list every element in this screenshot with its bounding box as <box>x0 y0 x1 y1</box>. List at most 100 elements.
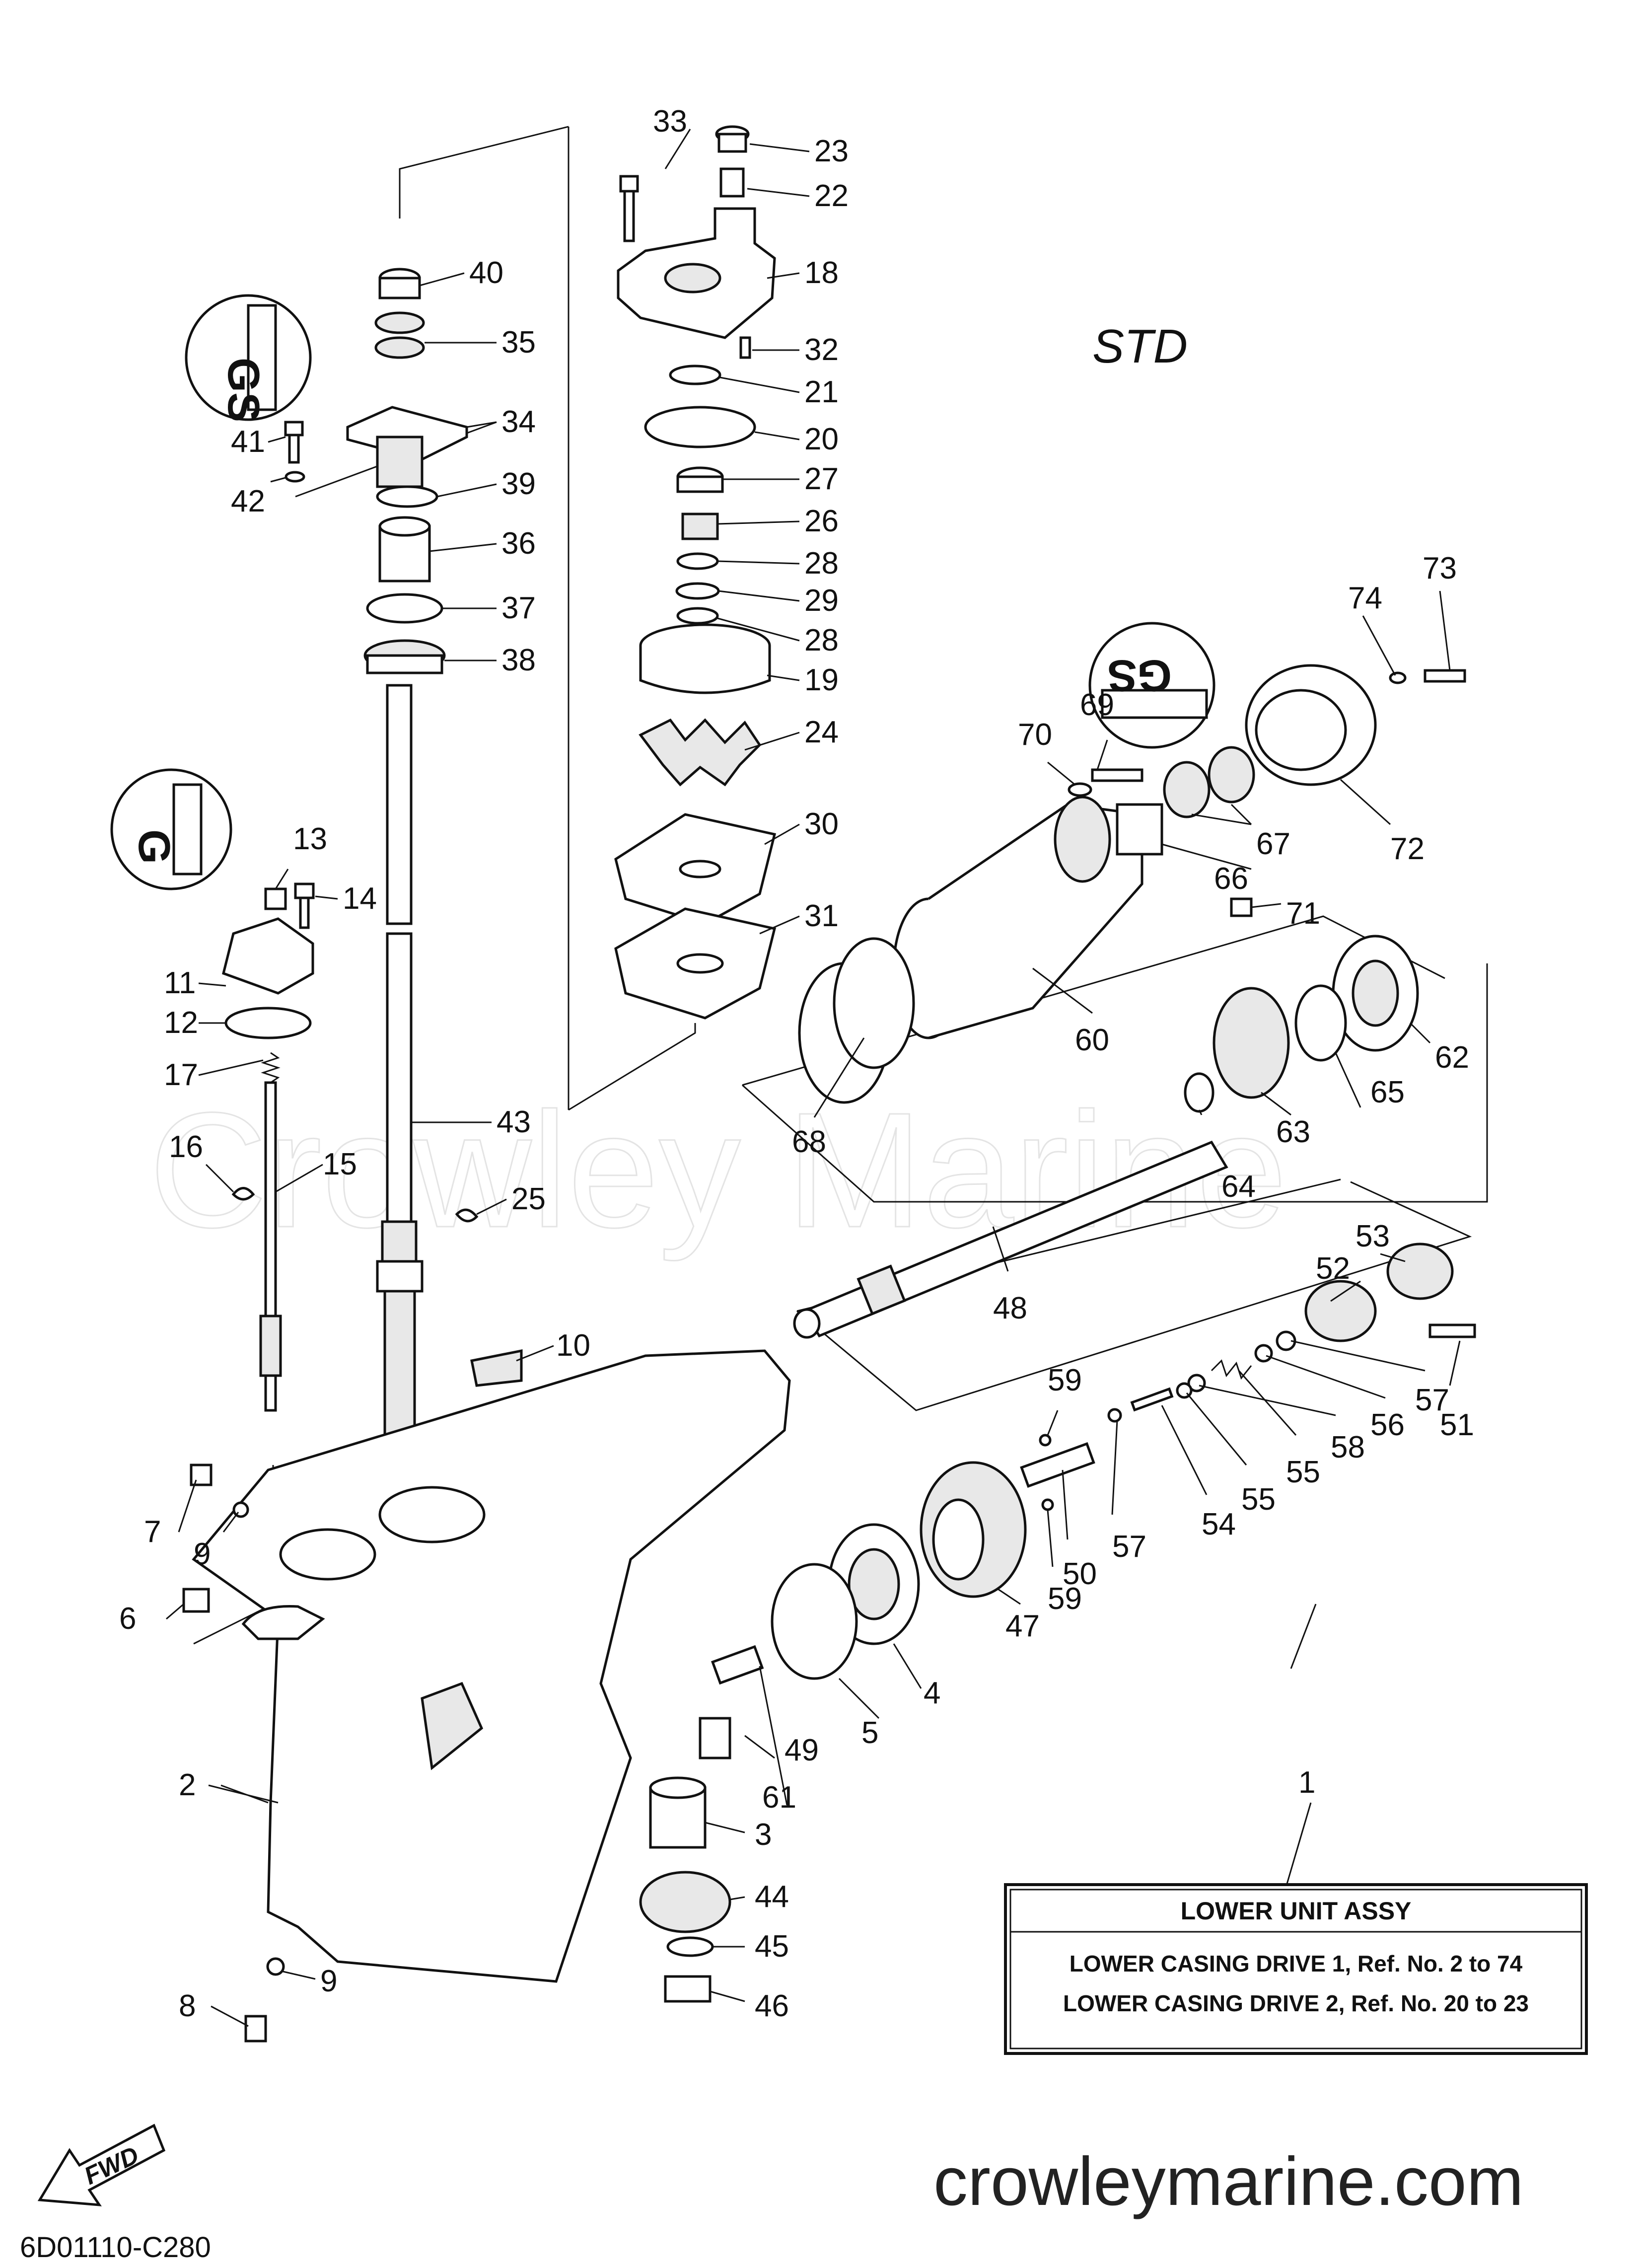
callout-13: 13 <box>293 822 327 856</box>
callout-28b: 28 <box>804 623 839 658</box>
callout-20: 20 <box>804 422 839 456</box>
callout-2: 2 <box>179 1768 196 1802</box>
legend-line-2: LOWER CASING DRIVE 2, Ref. No. 20 to 23 <box>1063 1990 1529 2016</box>
callout-26: 26 <box>804 504 839 538</box>
callout-3: 3 <box>755 1818 772 1852</box>
callout-22: 22 <box>814 179 849 213</box>
callout-64: 64 <box>1221 1170 1256 1204</box>
callout-53: 53 <box>1356 1219 1390 1253</box>
seal-symbol-1: GS <box>185 294 312 422</box>
seal-symbol-3: G <box>110 768 232 890</box>
forward-gear-group <box>1184 935 1419 1113</box>
callout-57a: 57 <box>1415 1383 1449 1417</box>
callout-8: 8 <box>179 1989 196 2023</box>
callout-48: 48 <box>993 1291 1027 1325</box>
bolt-41 <box>284 421 304 464</box>
callout-42: 42 <box>231 484 265 518</box>
callout-29: 29 <box>804 584 839 618</box>
callout-57b: 57 <box>1112 1530 1146 1564</box>
site-name: crowleymarine.com <box>933 2143 1524 2220</box>
callout-35: 35 <box>501 325 536 360</box>
callout-60: 60 <box>1075 1023 1109 1057</box>
callout-68: 68 <box>792 1125 826 1159</box>
callout-34: 34 <box>501 405 536 439</box>
callout-6: 6 <box>119 1602 136 1636</box>
shift-plunger-group <box>1020 1434 1095 1511</box>
callout-67: 67 <box>1256 827 1290 861</box>
callout-1: 1 <box>1298 1765 1315 1800</box>
callout-43: 43 <box>497 1105 531 1139</box>
prop-shaft-housing-60 <box>798 664 1466 1104</box>
callout-73: 73 <box>1423 551 1457 585</box>
callout-56: 56 <box>1370 1408 1405 1442</box>
callout-52: 52 <box>1316 1251 1350 1286</box>
callout-55b: 55 <box>1241 1482 1276 1517</box>
clutch-group <box>1107 1243 1476 1423</box>
callout-7: 7 <box>144 1515 161 1549</box>
callout-69: 69 <box>1080 688 1114 722</box>
diagram-code: 6D01110-C280 <box>20 2231 211 2264</box>
lower-casing-2 <box>192 1349 791 1983</box>
callout-9b: 9 <box>320 1964 337 1998</box>
callout-25: 25 <box>511 1182 546 1216</box>
callout-55a: 55 <box>1286 1455 1320 1489</box>
clip-25 <box>455 1208 479 1223</box>
callout-47: 47 <box>1005 1609 1040 1643</box>
callout-24: 24 <box>804 715 839 749</box>
callout-49: 49 <box>785 1733 819 1767</box>
callout-12: 12 <box>164 1006 198 1040</box>
callout-38: 38 <box>501 643 536 677</box>
callout-59a: 59 <box>1048 1363 1082 1397</box>
callout-36: 36 <box>501 526 536 561</box>
callout-45: 45 <box>755 1929 789 1964</box>
propeller-shaft-48 <box>793 1140 1228 1339</box>
legend-title: LOWER UNIT ASSY <box>1181 1897 1412 1925</box>
callout-50: 50 <box>1063 1557 1097 1591</box>
callout-62: 62 <box>1435 1040 1469 1075</box>
callout-41: 41 <box>231 425 265 459</box>
callout-63: 63 <box>1276 1115 1310 1149</box>
callout-39: 39 <box>501 467 536 501</box>
callout-66: 66 <box>1214 862 1248 896</box>
callout-9a: 9 <box>194 1537 211 1571</box>
callout-33: 33 <box>653 104 687 139</box>
callout-37: 37 <box>501 591 536 625</box>
callout-59b: 59 <box>1048 1582 1082 1616</box>
fwd-arrow: FWD <box>37 2123 166 2206</box>
casing-fittings <box>182 1463 285 2043</box>
svg-text:G: G <box>129 829 179 864</box>
callout-10: 10 <box>556 1328 590 1363</box>
callout-21: 21 <box>804 375 839 409</box>
upper-seal-stack <box>346 268 468 674</box>
callout-5: 5 <box>861 1716 878 1750</box>
callout-54: 54 <box>1202 1507 1236 1541</box>
callout-15: 15 <box>323 1147 357 1181</box>
washer-42 <box>285 471 305 483</box>
callout-46: 46 <box>755 1989 789 2023</box>
callout-32: 32 <box>804 333 839 367</box>
callout-51: 51 <box>1440 1408 1474 1442</box>
callout-4: 4 <box>924 1676 940 1710</box>
variant-label: STD <box>1092 320 1188 373</box>
callout-27: 27 <box>804 462 839 496</box>
callout-31: 31 <box>804 899 839 933</box>
callout-71: 71 <box>1286 896 1320 931</box>
svg-text:GS: GS <box>1107 651 1172 700</box>
callout-74: 74 <box>1348 581 1382 615</box>
callout-40: 40 <box>469 256 503 290</box>
shift-rod-group <box>222 882 315 1412</box>
callout-23: 23 <box>814 134 849 168</box>
watermark-text: Crowley Marine <box>149 1078 1287 1262</box>
callout-70: 70 <box>1018 718 1052 752</box>
callout-58: 58 <box>1331 1430 1365 1464</box>
callout-28a: 28 <box>804 546 839 581</box>
legend-line-1: LOWER CASING DRIVE 1, Ref. No. 2 to 74 <box>1070 1951 1523 1976</box>
callout-16: 16 <box>169 1130 203 1164</box>
seal-symbol-2: GS <box>1088 622 1215 749</box>
callout-17: 17 <box>164 1058 198 1092</box>
pinion-group <box>639 1645 764 2003</box>
water-pump-group <box>614 125 777 1020</box>
assy-legend-box: 1 LOWER UNIT ASSY LOWER CASING DRIVE 1, … <box>1004 1765 1588 2055</box>
